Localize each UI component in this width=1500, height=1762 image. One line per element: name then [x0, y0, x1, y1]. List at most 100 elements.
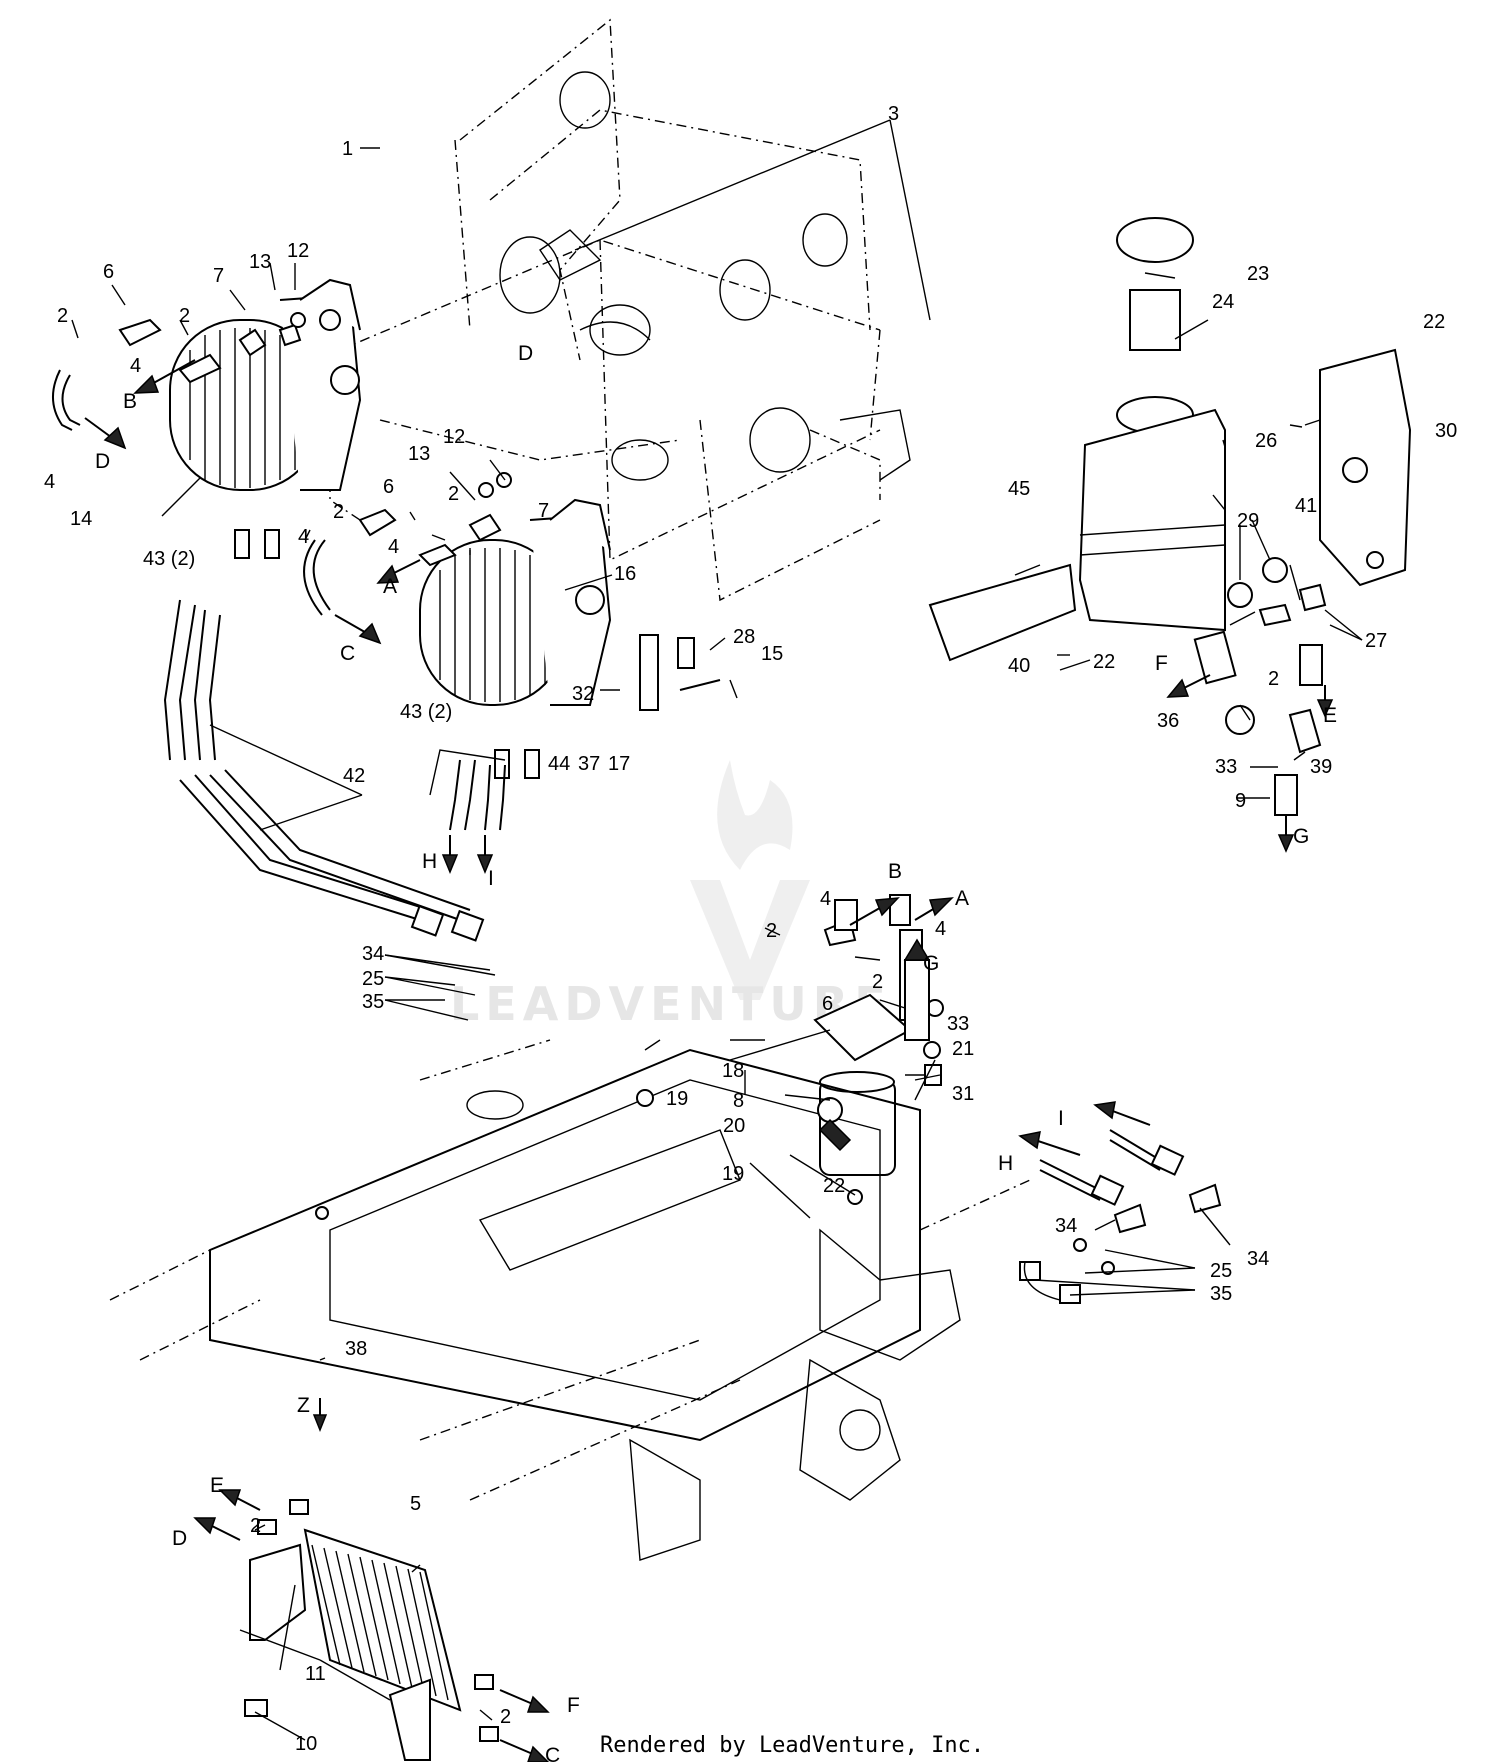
callout-29: 29 — [1237, 510, 1259, 532]
callout-16: 16 — [614, 563, 636, 585]
dir-label-d: D — [172, 1527, 187, 1550]
callout-34: 34 — [362, 943, 384, 965]
callout-2: 2 — [448, 483, 459, 505]
hydro-pump-left — [169, 278, 362, 559]
callout-20: 20 — [723, 1115, 745, 1137]
dir-label-z: Z — [297, 1394, 310, 1417]
callout-14: 14 — [70, 508, 92, 530]
callout-9: 9 — [1235, 790, 1246, 812]
dir-label-e: E — [1323, 704, 1337, 727]
callout-24: 24 — [1212, 291, 1234, 313]
hydraulic-hoses — [163, 599, 506, 942]
callout-2: 2 — [872, 971, 883, 993]
dir-label-b: B — [888, 860, 902, 883]
reservoir-tank — [928, 217, 1412, 662]
callout-45: 45 — [1008, 478, 1030, 500]
callout-4: 4 — [44, 471, 55, 493]
callout-42: 42 — [343, 765, 365, 787]
callout-25: 25 — [1210, 1260, 1232, 1282]
callout-22: 22 — [1423, 311, 1445, 333]
dir-label-f: F — [1155, 652, 1168, 675]
callout-6: 6 — [383, 476, 394, 498]
callout-18: 18 — [722, 1060, 744, 1082]
callout-19: 19 — [722, 1163, 744, 1185]
dir-label-h: H — [998, 1152, 1013, 1175]
callout-35: 35 — [1210, 1283, 1232, 1305]
credit-text: Rendered by LeadVenture, Inc. — [600, 1733, 984, 1758]
callout-2: 2 — [57, 305, 68, 327]
dir-label-i: I — [488, 867, 494, 890]
callout-39: 39 — [1310, 756, 1332, 778]
callout-2: 2 — [333, 501, 344, 523]
callout-32: 32 — [572, 683, 594, 705]
callout-40: 40 — [1008, 655, 1030, 677]
callout-2: 2 — [1268, 668, 1279, 690]
callout-11: 11 — [305, 1663, 326, 1685]
callout-30: 30 — [1435, 420, 1457, 442]
watermark-text: LEADVENTURE — [450, 977, 892, 1031]
upper-frame — [329, 18, 911, 602]
callout-3: 3 — [888, 103, 899, 125]
callout-43: 43 (2) — [143, 548, 195, 570]
dir-label-c: C — [340, 642, 355, 665]
dir-label-a: A — [955, 887, 969, 910]
callout-19: 19 — [666, 1088, 688, 1110]
tank-fittings — [1193, 557, 1327, 816]
callout-10: 10 — [295, 1733, 317, 1755]
callout-36: 36 — [1157, 710, 1179, 732]
direction-labels: A A B B C C D D D E E F F G G H H I I Z — [95, 342, 1337, 1762]
callout-2: 2 — [250, 1515, 261, 1537]
callout-5: 5 — [410, 1493, 421, 1515]
dir-label-a: A — [383, 575, 397, 598]
dir-label-g: G — [923, 952, 939, 975]
callout-2: 2 — [766, 920, 777, 942]
dir-label-h: H — [422, 850, 437, 873]
fittings-upper-left — [52, 312, 512, 616]
lower-frame — [109, 1039, 1031, 1561]
callout-8: 8 — [733, 1090, 744, 1112]
dir-label-c: C — [545, 1744, 560, 1762]
callout-35: 35 — [362, 991, 384, 1013]
callout-6: 6 — [103, 261, 114, 283]
callout-4: 4 — [130, 355, 141, 377]
dir-label-f: F — [567, 1694, 580, 1717]
callout-34: 34 — [1247, 1248, 1269, 1270]
callout-21: 21 — [952, 1038, 974, 1060]
callout-2: 2 — [179, 305, 190, 327]
callout-13: 13 — [408, 443, 430, 465]
dir-label-b: B — [123, 390, 137, 413]
callout-38: 38 — [345, 1338, 367, 1360]
direction-arrows — [84, 359, 1334, 1762]
hydro-pump-right — [419, 498, 721, 779]
callout-17: 17 — [608, 753, 630, 775]
callout-31: 31 — [952, 1083, 974, 1105]
callout-33: 33 — [1215, 756, 1237, 778]
callout-34: 34 — [1055, 1215, 1077, 1237]
callout-1: 1 — [342, 138, 353, 160]
callout-4: 4 — [298, 526, 309, 548]
dir-label-g: G — [1293, 825, 1309, 848]
callout-22: 22 — [1093, 651, 1115, 673]
callout-4: 4 — [388, 536, 399, 558]
leader-lines — [71, 119, 1363, 1741]
callout-13: 13 — [249, 251, 271, 273]
callout-labels: 1 2 2 2 2 2 2 2 2 2 3 4 4 4 4 4 4 5 6 6 … — [44, 103, 1457, 1755]
callout-6: 6 — [822, 993, 833, 1015]
callout-22: 22 — [823, 1175, 845, 1197]
callout-15: 15 — [761, 643, 783, 665]
dir-label-d: D — [518, 342, 533, 365]
callout-25: 25 — [362, 968, 384, 990]
lower-right-hoses — [1019, 1129, 1222, 1304]
callout-43: 43 (2) — [400, 701, 452, 723]
callout-28: 28 — [733, 626, 755, 648]
dir-label-d: D — [95, 450, 110, 473]
watermark-logo — [690, 760, 810, 1000]
callout-44: 44 — [548, 753, 570, 775]
callout-26: 26 — [1255, 430, 1277, 452]
callout-7: 7 — [213, 265, 224, 287]
callout-33: 33 — [947, 1013, 969, 1035]
callout-12: 12 — [443, 426, 465, 448]
callout-37: 37 — [578, 753, 600, 775]
callout-41: 41 — [1295, 495, 1317, 517]
